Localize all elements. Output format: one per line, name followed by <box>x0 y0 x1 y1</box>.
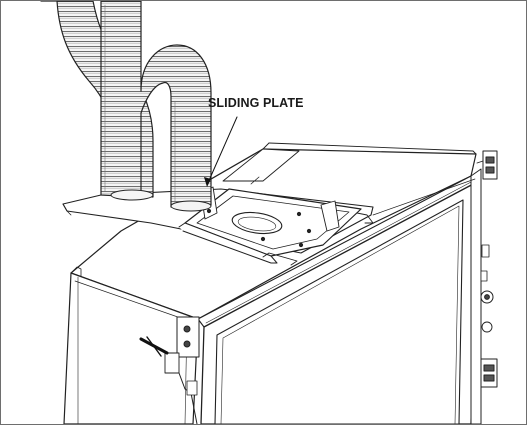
sliding-plate-label: SLIDING PLATE <box>208 96 304 110</box>
cover-plate <box>222 148 300 182</box>
door-glass-window <box>214 199 464 424</box>
lower-hinge <box>480 358 498 388</box>
stove-right-side <box>470 168 482 424</box>
stove-left-panel <box>63 272 199 424</box>
side-knob <box>480 244 494 333</box>
door-latch <box>139 316 200 424</box>
callout-leader-line <box>206 116 238 186</box>
upper-hinge <box>476 150 498 180</box>
sliding-plate <box>178 186 374 266</box>
callout-arrowhead <box>204 177 211 187</box>
right-flex-duct <box>100 1 212 208</box>
